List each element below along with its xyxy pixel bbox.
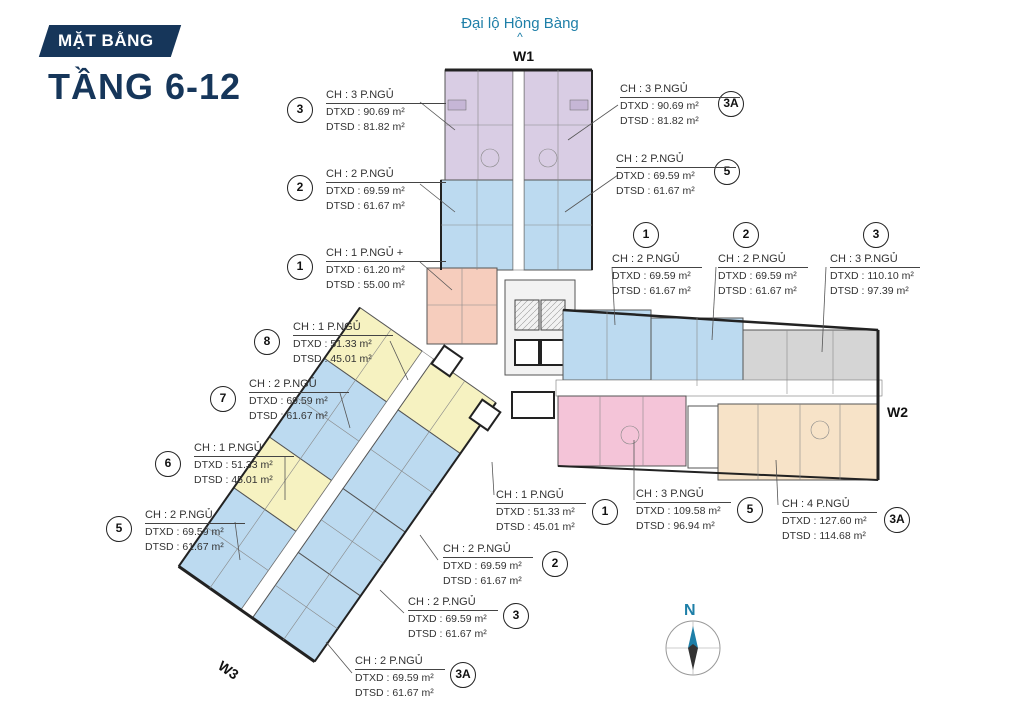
unit-number: 3A — [450, 662, 476, 688]
wing-label-w2: W2 — [887, 404, 908, 420]
unit-number: 1 — [287, 254, 313, 280]
header-badge: MẶT BẰNG — [58, 31, 154, 50]
corridor-w1 — [512, 69, 525, 271]
corridor-w2 — [555, 379, 883, 397]
unit-number: 7 — [210, 386, 236, 412]
compass-rose — [665, 620, 721, 676]
unit-w2-3a — [717, 403, 879, 481]
unit-number: 1 — [633, 222, 659, 248]
unit-number: 3 — [863, 222, 889, 248]
wing-label-w1: W1 — [513, 48, 534, 64]
unit-number: 2 — [542, 551, 568, 577]
unit-number: 2 — [733, 222, 759, 248]
unit-number: 3A — [884, 507, 910, 533]
floor-title: TẦNG 6-12 — [48, 66, 242, 107]
wing-w1-plan — [426, 68, 593, 345]
unit-number: 5 — [737, 497, 763, 523]
chevron-up-icon: ^ — [517, 30, 523, 44]
unit-number: 3 — [503, 603, 529, 629]
unit-number: 3 — [287, 97, 313, 123]
unit-number: 3A — [718, 91, 744, 117]
unit-number: 8 — [254, 329, 280, 355]
unit-number: 6 — [155, 451, 181, 477]
wing-w2-plan — [555, 308, 883, 481]
unit-number: 1 — [592, 499, 618, 525]
unit-number: 5 — [106, 516, 132, 542]
wing-w3-plan — [177, 306, 497, 663]
unit-number: 2 — [287, 175, 313, 201]
road-name: Đại lộ Hồng Bàng — [461, 15, 579, 32]
unit-w2-5 — [687, 405, 719, 469]
unit-number: 5 — [714, 159, 740, 185]
compass-north-label: N — [684, 602, 696, 619]
